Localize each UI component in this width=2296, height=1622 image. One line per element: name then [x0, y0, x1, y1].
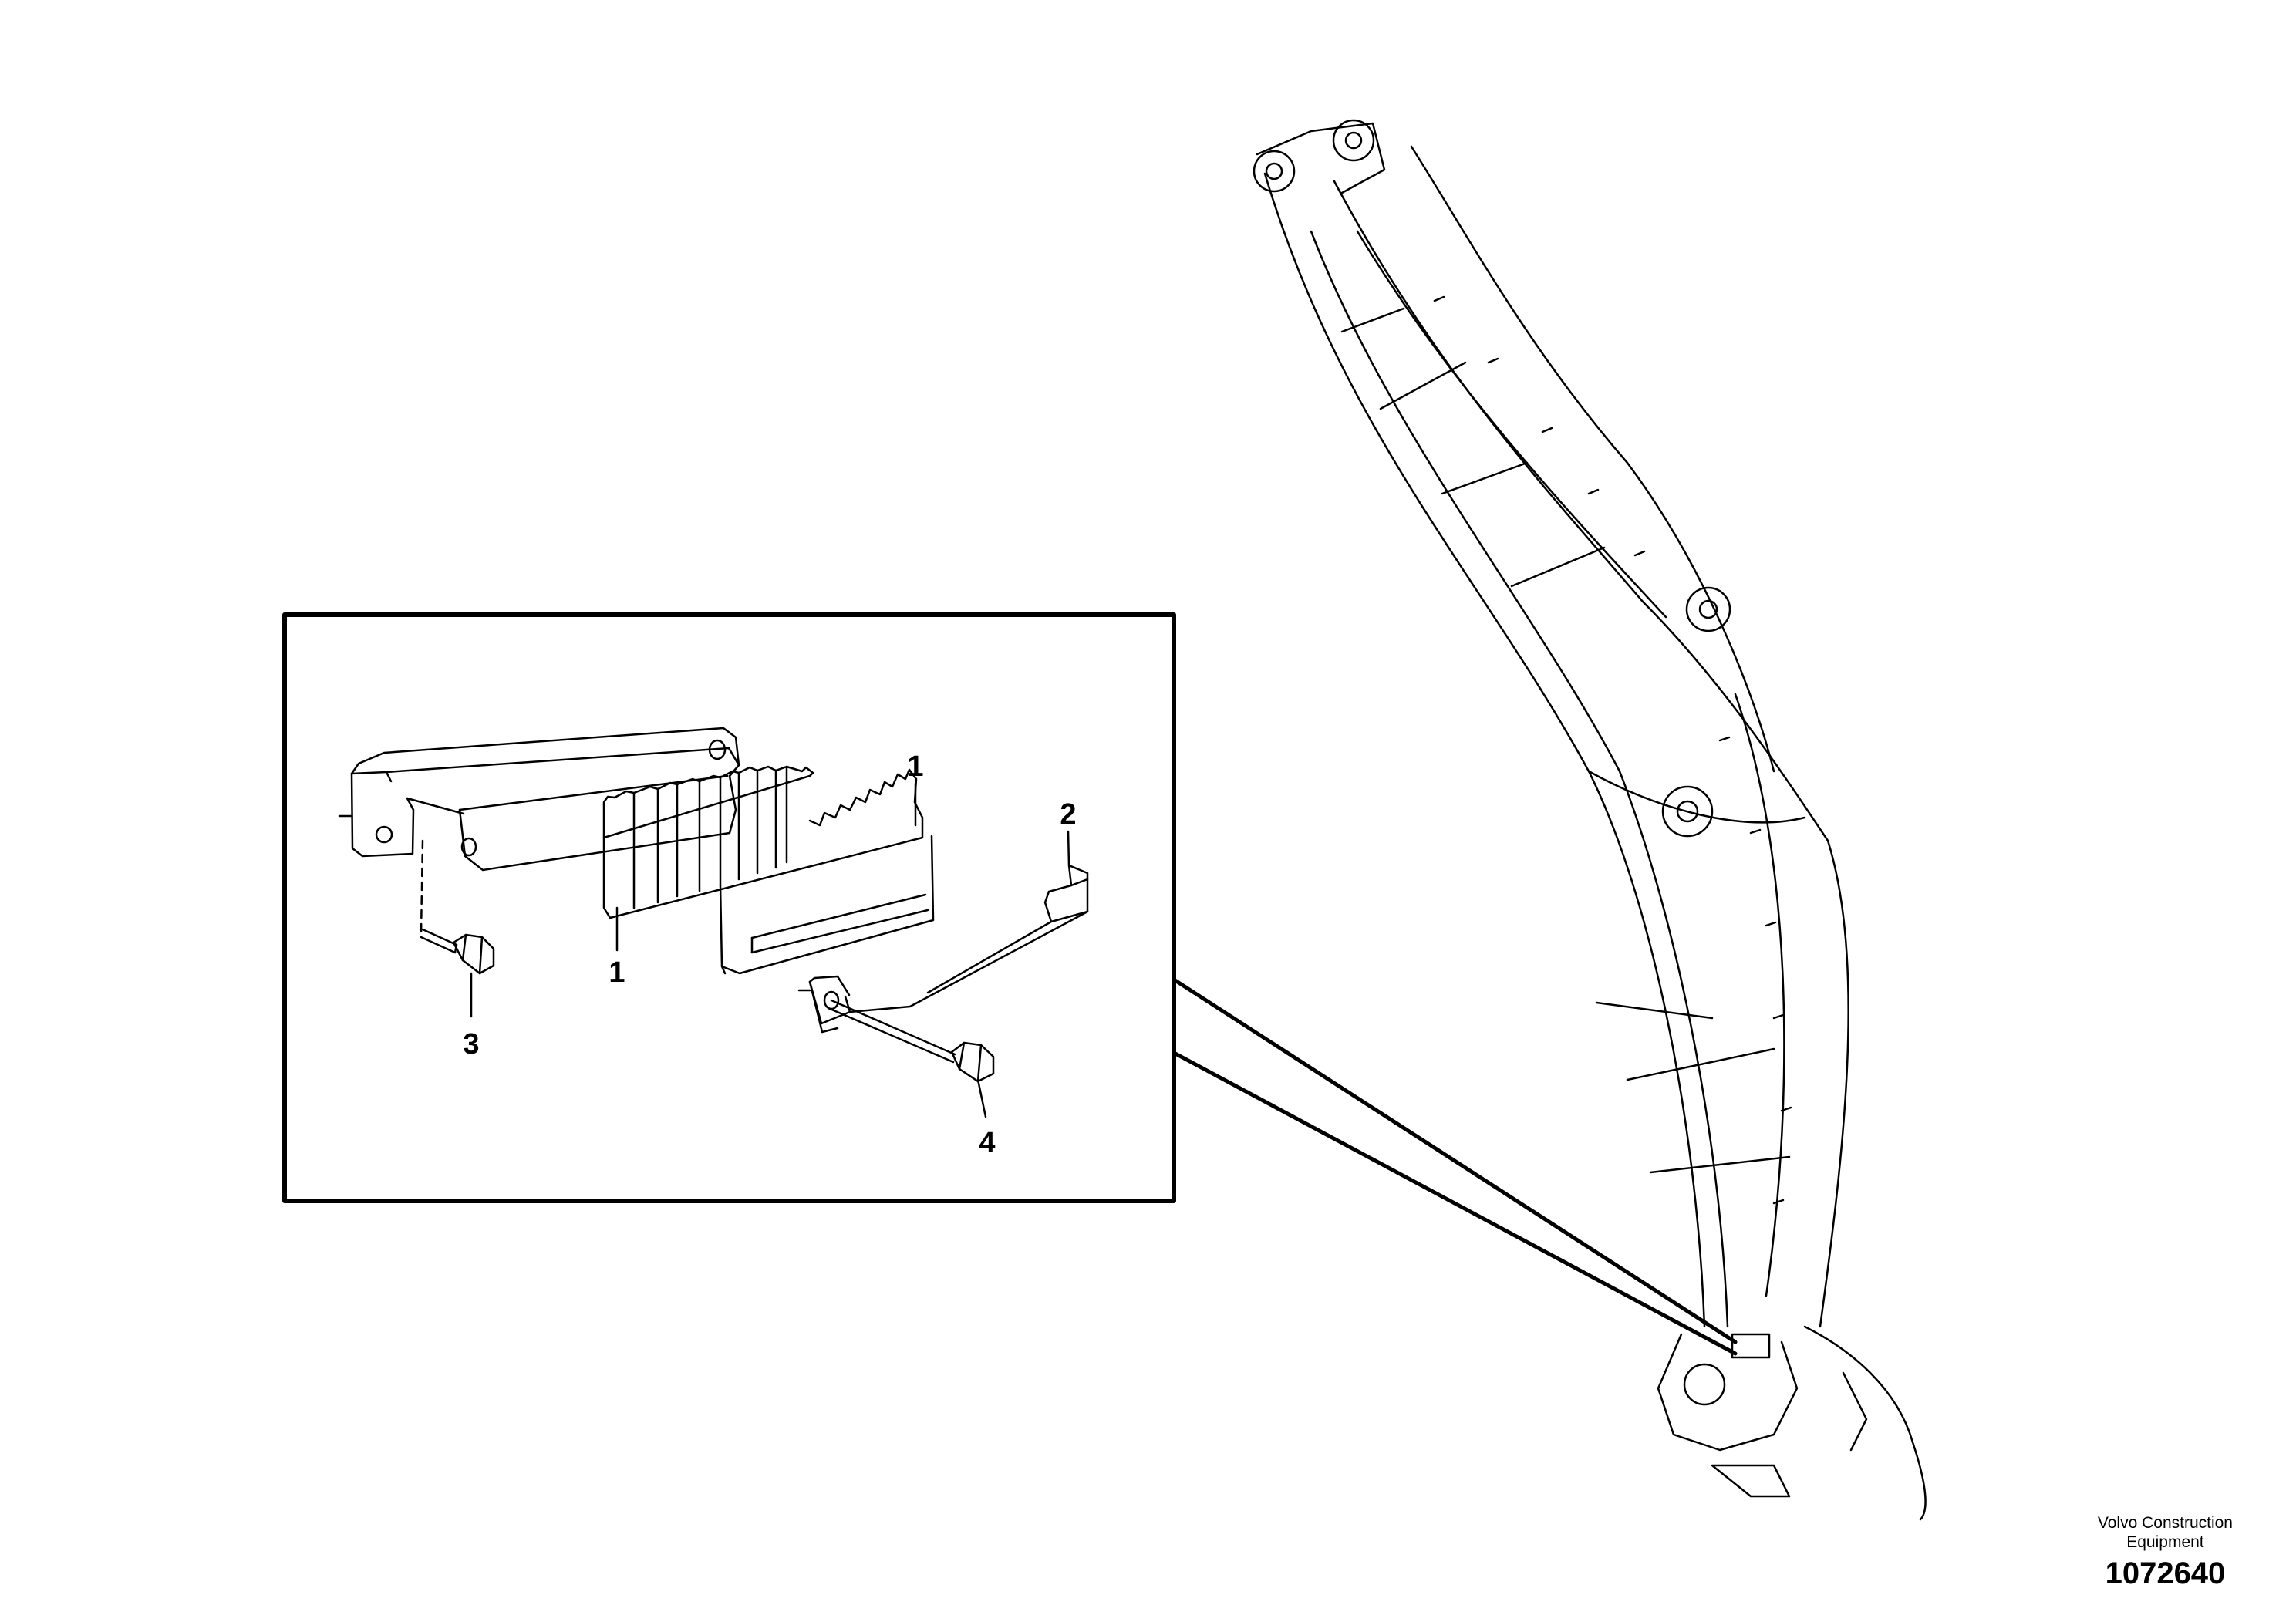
callout-1-top: 1: [907, 750, 923, 783]
detail-leader-lines: [1172, 977, 1738, 1356]
leader-4: [976, 1078, 987, 1118]
detail-frame: [282, 612, 1176, 1203]
callout-3: 3: [463, 1028, 479, 1061]
footer-block: Volvo Construction Equipment 1072640: [2098, 1513, 2233, 1591]
rubber-strip: [602, 765, 924, 919]
callout-1-bottom: 1: [609, 956, 625, 989]
excavator-boom: [1253, 119, 1927, 1521]
bolt-3: [420, 928, 495, 975]
callout-4: 4: [979, 1127, 995, 1159]
clamp-plate: [797, 864, 1089, 1034]
brand-line-2: Equipment: [2126, 1533, 2204, 1551]
bolt-4: [827, 999, 995, 1083]
leader-2: [1067, 830, 1070, 867]
document-number: 1072640: [2105, 1556, 2226, 1590]
brand-line-1: Volvo Construction: [2097, 1514, 2233, 1532]
holder-channel: [719, 835, 935, 975]
mounting-bracket: [338, 727, 740, 935]
callout-2: 2: [1060, 798, 1076, 831]
